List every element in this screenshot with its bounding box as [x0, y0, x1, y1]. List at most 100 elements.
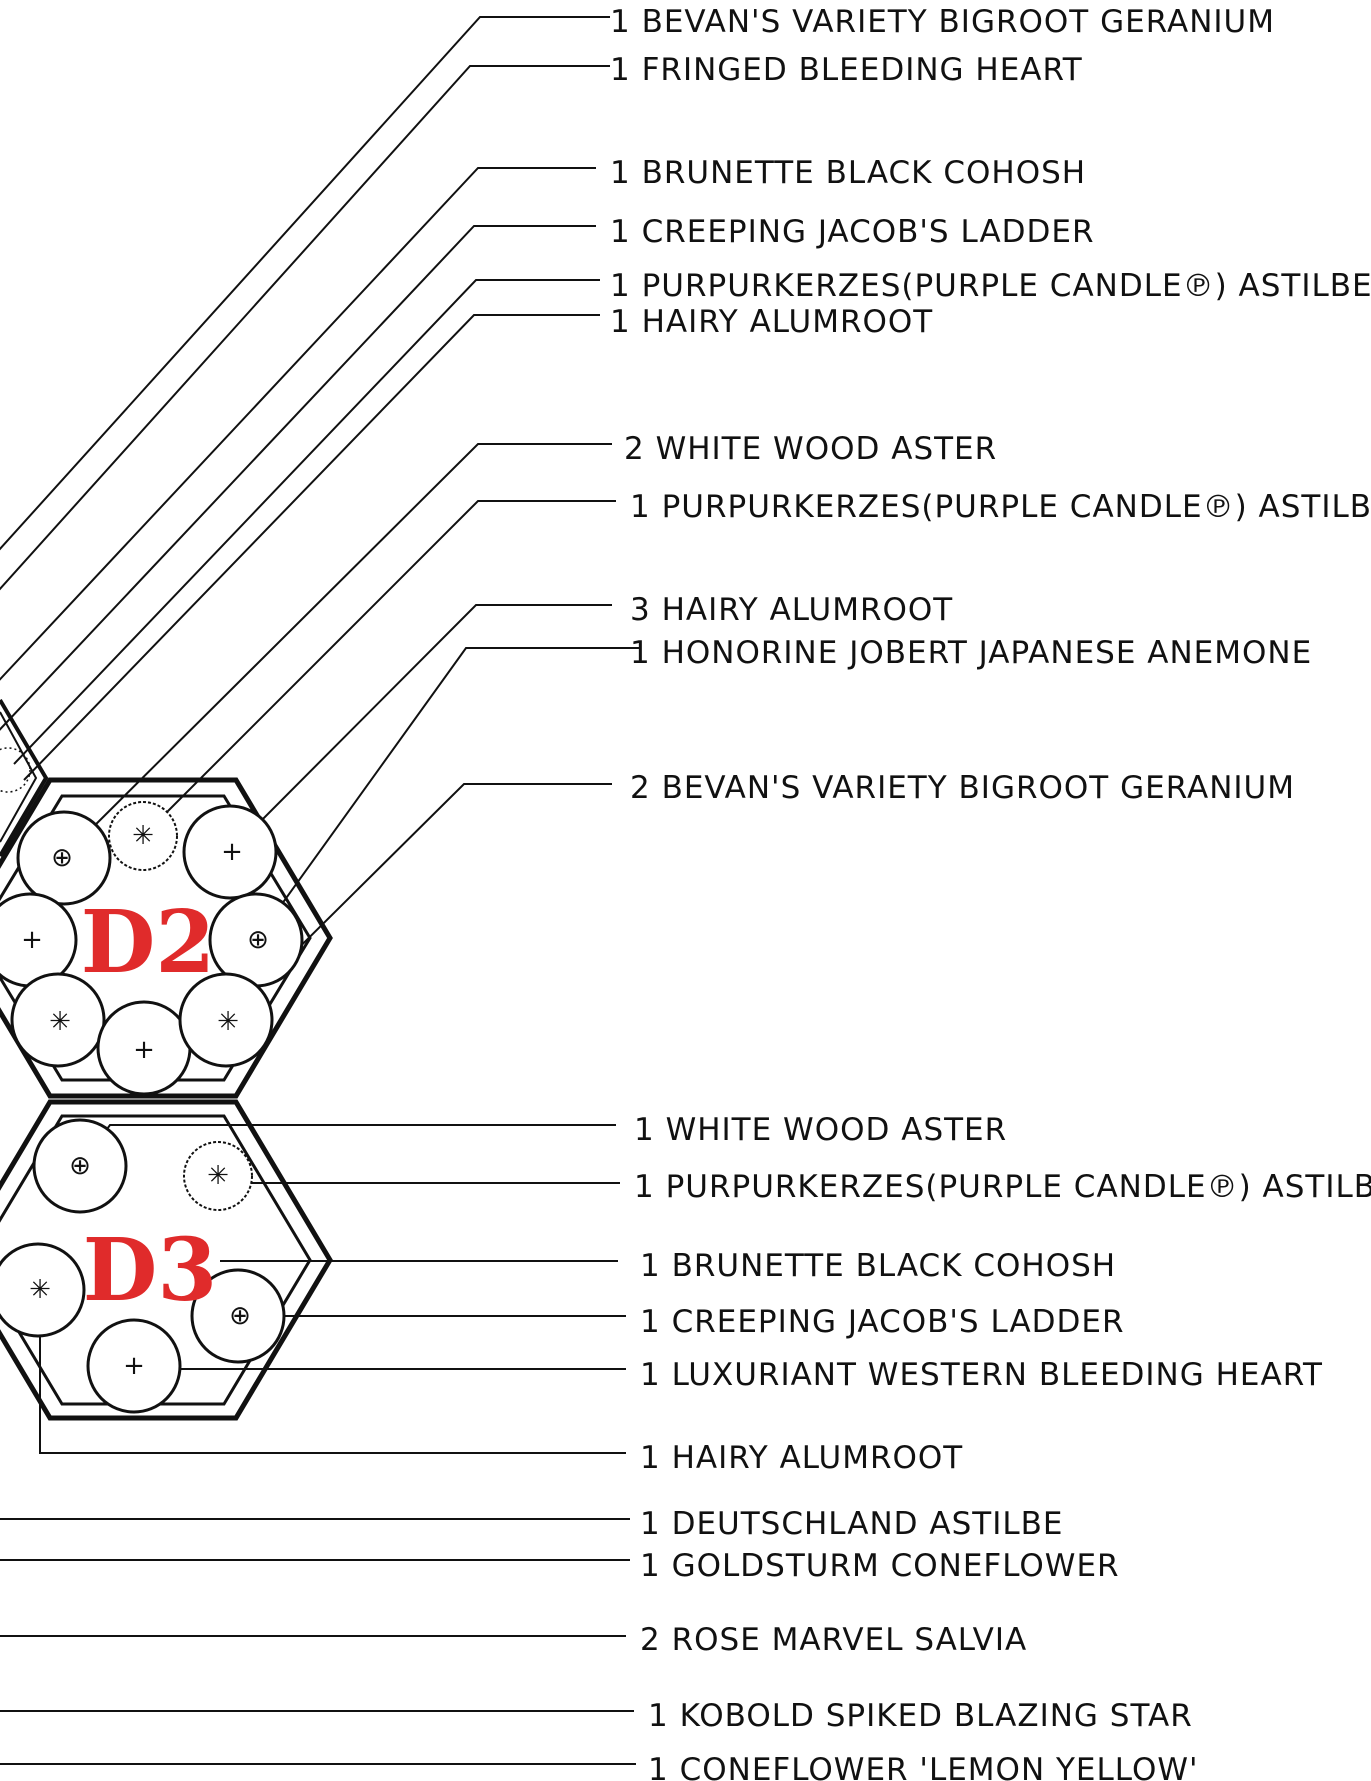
callout-label: 1 PURPURKERZES(PURPLE CANDLE℗) ASTILBE	[634, 1169, 1371, 1205]
plot-d3-label: D3	[83, 1220, 217, 1321]
callout-quantity: 1	[648, 1752, 680, 1781]
callout-quantity: 1	[640, 1357, 672, 1393]
callout-plant-name: BRUNETTE BLACK COHOSH	[672, 1248, 1117, 1284]
callout-plant-name: HAIRY ALUMROOT	[672, 1440, 964, 1476]
svg-text:+: +	[21, 925, 43, 955]
callout-label: 1 WHITE WOOD ASTER	[634, 1112, 1007, 1148]
callout-label: 1 PURPURKERZES(PURPLE CANDLE℗) ASTILBE	[630, 489, 1371, 525]
callout-plant-name: BRUNETTE BLACK COHOSH	[642, 155, 1087, 191]
callout-label: 1 HAIRY ALUMROOT	[610, 304, 933, 340]
callout-label: 1 GOLDSTURM CONEFLOWER	[640, 1548, 1120, 1584]
callout-quantity: 1	[640, 1304, 672, 1340]
leader-line	[0, 16, 610, 551]
callout-quantity: 1	[610, 4, 642, 40]
callout-quantity: 1	[630, 635, 662, 671]
callout-plant-name: BEVAN'S VARIETY BIGROOT GERANIUM	[642, 4, 1275, 40]
leader-line	[39, 1290, 626, 1454]
callout-label: 1 BRUNETTE BLACK COHOSH	[640, 1248, 1116, 1284]
callout-plant-name: PURPURKERZES(PURPLE CANDLE℗) ASTILBE	[662, 489, 1371, 525]
svg-text:+: +	[221, 837, 243, 867]
callout-label: 1 CONEFLOWER 'LEMON YELLOW'	[648, 1752, 1199, 1781]
plot-d2-outer-border	[0, 777, 333, 1099]
plot-d2-plants	[0, 801, 304, 1096]
svg-text:⊕: ⊕	[69, 1151, 91, 1181]
callout-quantity: 1	[610, 155, 642, 191]
callout-quantity: 2	[624, 431, 656, 467]
callout-quantity: 1	[630, 489, 662, 525]
callout-quantity: 1	[640, 1248, 672, 1284]
callout-label: 2 BEVAN'S VARIETY BIGROOT GERANIUM	[630, 770, 1295, 806]
svg-text:✳: ✳	[29, 1275, 51, 1305]
plot-d2-symbols: ⊕ + + ⊕ ✳ + ✳ ✳	[21, 821, 269, 1065]
callout-label: 1 BEVAN'S VARIETY BIGROOT GERANIUM	[610, 4, 1275, 40]
callout-label: 1 CREEPING JACOB'S LADDER	[640, 1304, 1125, 1340]
callout-plant-name: CONEFLOWER 'LEMON YELLOW'	[680, 1752, 1199, 1781]
leader-line	[0, 65, 610, 591]
callout-label: 1 CREEPING JACOB'S LADDER	[610, 214, 1095, 250]
leader-line	[61, 443, 612, 859]
callout-plant-name: ROSE MARVEL SALVIA	[672, 1622, 1028, 1658]
callout-label: 1 HONORINE JOBERT JAPANESE ANEMONE	[630, 635, 1312, 671]
callout-label: 1 HAIRY ALUMROOT	[640, 1440, 963, 1476]
callout-plant-name: HAIRY ALUMROOT	[662, 592, 954, 628]
svg-text:✳: ✳	[49, 1007, 71, 1037]
callout-quantity: 1	[634, 1112, 666, 1148]
callout-quantity: 1	[610, 52, 642, 88]
plot-d2: ⊕ + + ⊕ ✳ + ✳ ✳ D2	[0, 777, 333, 1099]
callout-label: 1 PURPURKERZES(PURPLE CANDLE℗) ASTILBE	[610, 268, 1371, 304]
svg-text:✳: ✳	[132, 821, 154, 851]
callout-plant-name: HAIRY ALUMROOT	[642, 304, 934, 340]
callout-plant-name: PURPURKERZES(PURPLE CANDLE℗) ASTILBE	[642, 268, 1371, 304]
leader-line	[255, 647, 640, 941]
callout-quantity: 1	[640, 1440, 672, 1476]
callout-quantity: 1	[640, 1506, 672, 1542]
callout-quantity: 1	[610, 304, 642, 340]
svg-text:⊕: ⊕	[51, 843, 73, 873]
callout-label: 1 DEUTSCHLAND ASTILBE	[640, 1506, 1064, 1542]
svg-text:+: +	[123, 1351, 145, 1381]
callout-label: 1 FRINGED BLEEDING HEART	[610, 52, 1083, 88]
callout-quantity: 2	[630, 770, 662, 806]
callout-quantity: 3	[630, 592, 662, 628]
callout-plant-name: KOBOLD SPIKED BLAZING STAR	[680, 1698, 1193, 1734]
callout-plant-name: LUXURIANT WESTERN BLEEDING HEART	[672, 1357, 1323, 1393]
plot-d3-inner-border	[0, 1114, 312, 1406]
callout-plant-name: WHITE WOOD ASTER	[666, 1112, 1008, 1148]
plot-d3-symbols: ⊕ ✳ ⊕ + ✳	[29, 1151, 251, 1381]
plot-d2-label: D2	[81, 892, 215, 993]
svg-text:⊕: ⊕	[247, 925, 269, 955]
plot-d3-outer-border	[0, 1099, 333, 1421]
callout-plant-name: GOLDSTURM CONEFLOWER	[672, 1548, 1120, 1584]
callout-quantity: 1	[640, 1548, 672, 1584]
callout-plant-name: BEVAN'S VARIETY BIGROOT GERANIUM	[662, 770, 1295, 806]
svg-text:✳: ✳	[217, 1007, 239, 1037]
callout-label: 3 HAIRY ALUMROOT	[630, 592, 953, 628]
callout-quantity: 1	[648, 1698, 680, 1734]
svg-text:+: +	[133, 1035, 155, 1065]
callout-quantity: 2	[640, 1622, 672, 1658]
callout-quantity: 1	[610, 268, 642, 304]
leader-lines	[0, 16, 640, 1765]
leader-line	[142, 500, 616, 837]
callout-quantity: 1	[634, 1169, 666, 1205]
callout-plant-name: WHITE WOOD ASTER	[656, 431, 998, 467]
callout-label: 1 BRUNETTE BLACK COHOSH	[610, 155, 1086, 191]
callout-label: 2 WHITE WOOD ASTER	[624, 431, 997, 467]
svg-text:✳: ✳	[207, 1161, 229, 1191]
svg-text:⊕: ⊕	[229, 1301, 251, 1331]
leader-line	[23, 314, 600, 781]
leader-line	[229, 604, 612, 853]
callout-plant-name: CREEPING JACOB'S LADDER	[672, 1304, 1125, 1340]
callout-plant-name: DEUTSCHLAND ASTILBE	[672, 1506, 1064, 1542]
callout-quantity: 1	[610, 214, 642, 250]
callout-label: 2 ROSE MARVEL SALVIA	[640, 1622, 1027, 1658]
callout-plant-name: FRINGED BLEEDING HEART	[642, 52, 1083, 88]
callout-plant-name: HONORINE JOBERT JAPANESE ANEMONE	[662, 635, 1313, 671]
callout-label: 1 LUXURIANT WESTERN BLEEDING HEART	[640, 1357, 1323, 1393]
plot-d2-inner-border	[0, 794, 312, 1082]
callout-plant-name: PURPURKERZES(PURPLE CANDLE℗) ASTILBE	[666, 1169, 1371, 1205]
leader-line	[79, 1124, 616, 1167]
plot-d3-plants	[0, 1118, 286, 1414]
leader-line	[13, 279, 600, 765]
